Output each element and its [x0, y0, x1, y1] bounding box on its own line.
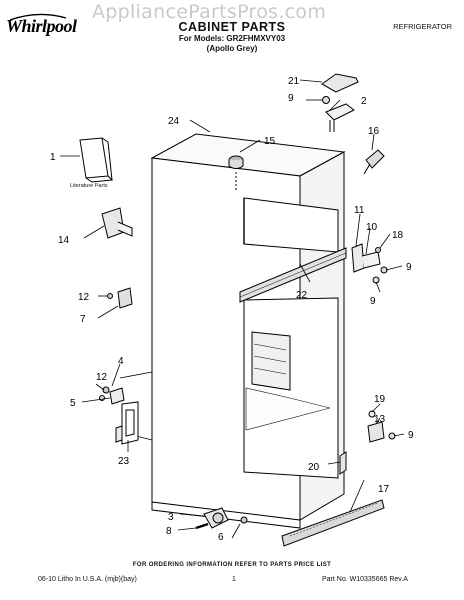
bottom-hinge-13 [367, 410, 396, 443]
watermark-text: AppliancePartsPros.com [92, 1, 327, 23]
callout-14: 14 [58, 235, 70, 246]
literature-parts-label: Literature Parts [70, 183, 108, 189]
plug-button-15 [228, 155, 244, 190]
callout-16: 16 [368, 126, 380, 137]
literature-booklet-1 [79, 137, 114, 183]
cabinet-24 [119, 133, 346, 529]
callout-21: 21 [288, 76, 300, 87]
middle-hinge-10 [351, 243, 388, 284]
callout-8: 8 [166, 526, 172, 537]
brand-logo: Whirlpool [6, 16, 77, 36]
callout-9d: 9 [408, 430, 414, 441]
callout-labels: 1 2 3 4 5 6 7 8 9 9 9 9 10 11 12 12 13 1… [50, 76, 414, 543]
leader-lines [60, 79, 405, 539]
callout-20: 20 [308, 462, 320, 473]
top-hinge-2 [325, 103, 355, 132]
callout-9b: 9 [406, 262, 412, 273]
part-number: Part No. W10335665 Rev.A [322, 576, 408, 583]
callout-11: 11 [354, 205, 365, 216]
ordering-instructions: FOR ORDERING INFORMATION REFER TO PARTS … [132, 562, 332, 568]
callout-7: 7 [80, 314, 86, 325]
whirlpool-swoosh-icon [9, 13, 67, 21]
callout-13: 13 [374, 414, 386, 425]
litho-text: 06-10 Litho In U.S.A. (mjb)(bay) [38, 576, 137, 583]
bracket-14 [101, 207, 133, 239]
category-label: REFRIGERATOR [393, 22, 452, 31]
roller-assembly-3 [195, 507, 248, 530]
callout-24: 24 [168, 116, 180, 127]
callout-10: 10 [366, 222, 378, 233]
callout-22: 22 [296, 290, 308, 301]
callout-6: 6 [218, 532, 224, 543]
screw-9a [322, 96, 330, 104]
callout-5: 5 [70, 398, 76, 409]
page-title: CABINET PARTS [178, 20, 286, 34]
callout-12a: 12 [78, 292, 90, 303]
hinge-cover-21 [321, 73, 359, 93]
grille-17 [281, 499, 385, 547]
callout-12b: 12 [96, 372, 108, 383]
callout-17: 17 [378, 484, 390, 495]
callout-18: 18 [392, 230, 404, 241]
page-number: 1 [232, 576, 236, 583]
callout-2: 2 [361, 96, 367, 107]
callout-19: 19 [374, 394, 386, 405]
clip-20 [339, 451, 347, 475]
callout-15: 15 [264, 136, 276, 147]
callout-3: 3 [168, 512, 174, 523]
divider-rail-22 [239, 247, 347, 303]
callout-9a: 9 [288, 93, 294, 104]
variant-line: (Apollo Grey) [206, 44, 258, 53]
callout-1: 1 [50, 152, 56, 163]
bracket-23 [115, 401, 139, 445]
callout-4: 4 [118, 356, 124, 367]
models-line: For Models: GR2FHMXVY03 [178, 34, 286, 43]
hinge-pin-16 [363, 149, 385, 175]
callout-23: 23 [118, 456, 130, 467]
callout-9c: 9 [370, 296, 376, 307]
bracket-7 [107, 287, 133, 309]
